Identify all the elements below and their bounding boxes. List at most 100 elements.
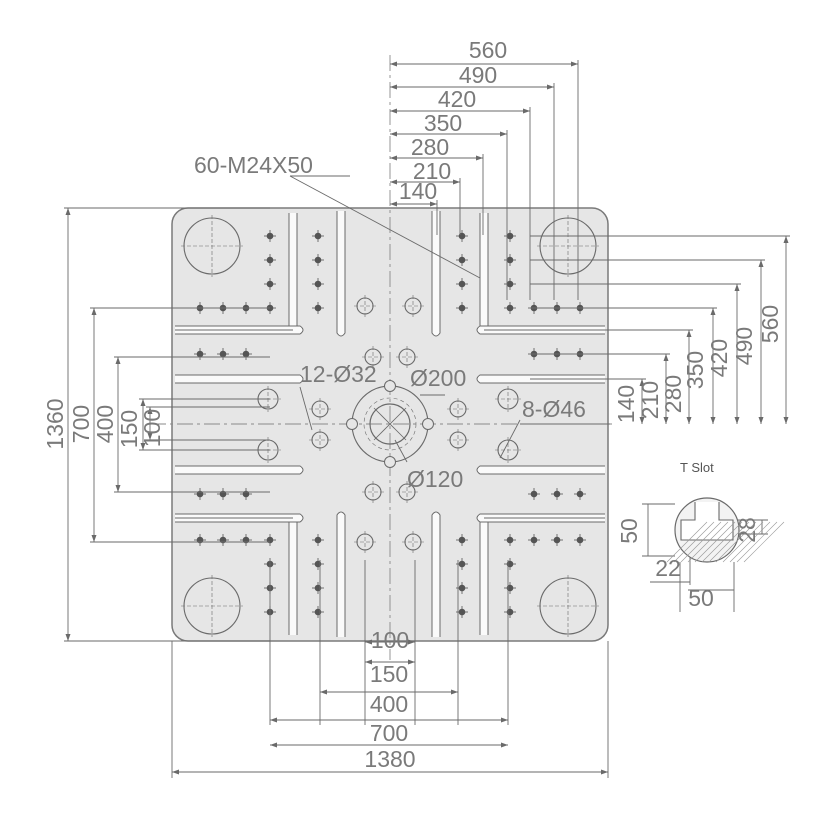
t-slots xyxy=(175,211,605,637)
arrowhead xyxy=(501,742,508,748)
arrowhead xyxy=(501,717,508,723)
arrowhead xyxy=(663,354,669,361)
arrowhead xyxy=(476,155,483,161)
dim-bottom-700: 700 xyxy=(370,720,408,746)
arrowhead xyxy=(147,407,153,414)
arrowhead xyxy=(408,659,415,665)
arrowhead xyxy=(734,284,740,291)
dim-left-100: 100 xyxy=(139,409,165,447)
dim-right-140: 140 xyxy=(613,385,639,423)
dim-right-350: 350 xyxy=(682,351,708,389)
callout-small-bores: 12-Ø32 xyxy=(300,361,377,387)
arrowhead xyxy=(65,634,71,641)
t-slot-hatch xyxy=(715,521,757,563)
vertical-slot xyxy=(431,511,441,637)
t-slot-hatch xyxy=(722,521,764,563)
arrowhead xyxy=(734,417,740,424)
vertical-slot xyxy=(479,514,489,635)
vertical-slot xyxy=(336,511,346,637)
arrowhead xyxy=(140,443,146,450)
arrowhead xyxy=(390,61,397,67)
arrowhead xyxy=(390,84,397,90)
arrowhead xyxy=(430,201,437,207)
arrowhead xyxy=(172,769,179,775)
center-bore-bolt xyxy=(346,418,358,430)
dim-left-150: 150 xyxy=(116,410,142,448)
arrowhead xyxy=(65,208,71,215)
center-bore-pitch xyxy=(363,397,417,451)
arrowhead xyxy=(390,131,397,137)
arrowhead xyxy=(270,742,277,748)
arrowhead xyxy=(91,535,97,542)
arrowhead xyxy=(91,308,97,315)
arrowhead xyxy=(147,433,153,440)
center-bore xyxy=(346,380,434,468)
leader-small-bores xyxy=(299,386,313,431)
t-slot-hatch xyxy=(743,521,785,563)
leader-center-inner xyxy=(394,439,408,463)
dim-top-420: 420 xyxy=(438,86,476,112)
dim-bottom-400: 400 xyxy=(370,691,408,717)
arrowhead xyxy=(451,689,458,695)
t-slot-hatch xyxy=(680,521,722,563)
tslot-dim-28: 28 xyxy=(734,517,760,543)
t-slot-section xyxy=(666,497,785,563)
dim-top-280: 280 xyxy=(411,134,449,160)
arrowhead xyxy=(710,308,716,315)
arrowhead xyxy=(115,357,121,364)
arrowhead xyxy=(758,417,764,424)
arrowhead xyxy=(686,417,692,424)
t-slot-hatch xyxy=(666,521,708,563)
center-bore-bolt xyxy=(384,456,396,468)
arrowhead xyxy=(390,108,397,114)
tslot-dim-50-height: 50 xyxy=(616,518,642,544)
dim-right-420: 420 xyxy=(706,339,732,377)
arrowhead xyxy=(453,179,460,185)
arrowhead xyxy=(408,639,415,645)
dim-top-210: 210 xyxy=(413,158,451,184)
arrowhead xyxy=(601,769,608,775)
arrowhead xyxy=(663,417,669,424)
center-bore-inner xyxy=(369,403,411,445)
arrowhead xyxy=(390,179,397,185)
dim-left-700: 700 xyxy=(68,405,94,443)
arrowhead xyxy=(365,659,372,665)
leader-screw-holes xyxy=(289,175,481,279)
dimension-lines xyxy=(64,60,790,778)
horizontal-slot xyxy=(476,465,605,475)
t-slot-hatch xyxy=(729,521,771,563)
tslot-title: T Slot xyxy=(680,460,714,475)
t-slot-hatch xyxy=(694,521,736,563)
dim-bottom-150: 150 xyxy=(370,661,408,687)
vertical-slot xyxy=(336,211,346,337)
dim-left-400: 400 xyxy=(92,405,118,443)
vertical-slot xyxy=(431,211,441,337)
arrowhead xyxy=(115,485,121,492)
arrowhead xyxy=(390,201,397,207)
t-slot-hatch xyxy=(701,521,743,563)
arrowhead xyxy=(783,236,789,243)
t-slot-profile xyxy=(680,502,734,541)
tslot-dim-50-width: 50 xyxy=(688,585,714,611)
arrowhead xyxy=(639,379,645,386)
arrowhead xyxy=(523,108,530,114)
dim-top-560: 560 xyxy=(469,37,507,63)
arrowhead xyxy=(710,417,716,424)
arrowhead xyxy=(270,717,277,723)
center-bore-bolt xyxy=(384,380,396,392)
dim-right-280: 280 xyxy=(660,375,686,413)
arrowhead xyxy=(783,417,789,424)
horizontal-slot xyxy=(175,465,304,475)
dim-right-560: 560 xyxy=(757,305,783,343)
dim-right-210: 210 xyxy=(637,381,663,419)
arrowhead xyxy=(140,399,146,406)
tslot-dim-22: 22 xyxy=(655,555,681,581)
dim-bottom-100: 100 xyxy=(371,627,409,653)
arrowhead xyxy=(639,417,645,424)
horizontal-slot xyxy=(175,374,304,384)
arrowhead xyxy=(571,61,578,67)
arrowhead xyxy=(390,155,397,161)
arrowhead xyxy=(320,689,327,695)
callout-large-bores: 8-Ø46 xyxy=(522,396,586,422)
